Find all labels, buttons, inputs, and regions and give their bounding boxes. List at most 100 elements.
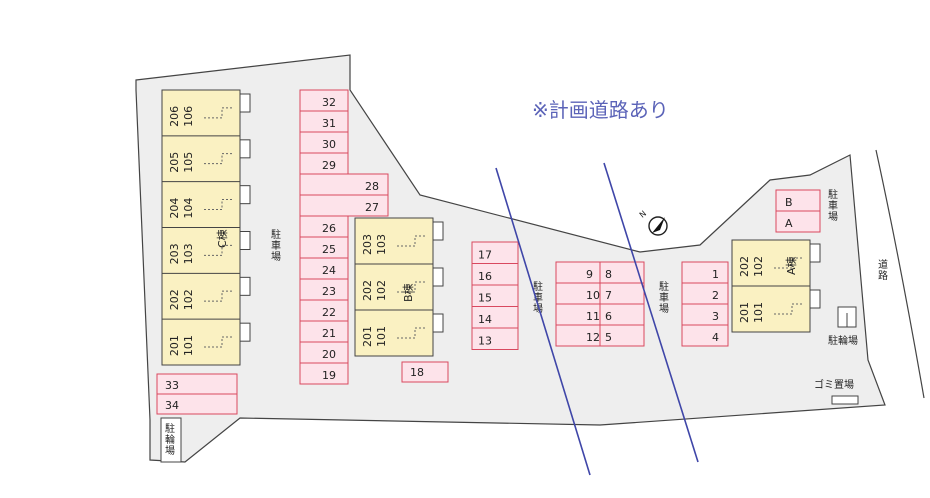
parking-space-label: 4 (712, 331, 719, 344)
parking-space-label: 34 (165, 399, 179, 412)
parking-label-char: 車 (828, 199, 838, 212)
parking-space-label: 16 (478, 270, 492, 283)
bicycle-label-char: 場 (165, 444, 175, 457)
parking-space-9 (555, 261, 601, 284)
parking-space-label: 33 (165, 379, 179, 392)
parking-space-label: 29 (322, 159, 336, 172)
building-c-unit-203: 203 (168, 243, 181, 264)
parking-space-label: 6 (605, 310, 612, 323)
parking-label-char: 車 (659, 291, 669, 304)
parking-space-label: 3 (712, 310, 719, 323)
parking-space-A (775, 210, 821, 233)
parking-space-5 (599, 324, 645, 347)
building-a-label: A棟 (784, 256, 798, 275)
building-b-unit-201: 201 (361, 326, 374, 347)
parking-space-label: A (785, 217, 793, 230)
parking-label-char: 車 (271, 239, 281, 252)
svg-text:18: 18 (410, 366, 424, 379)
parking-space-1 (681, 261, 729, 284)
parking-ab: BA (775, 189, 821, 233)
parking-label-char: 場 (271, 250, 281, 263)
road-edge (875, 149, 925, 399)
parking-space-label: 22 (322, 306, 336, 319)
parking-space-label: 21 (322, 327, 336, 340)
building-c-unit-105: 105 (182, 152, 195, 173)
building-a-unit-101: 101 (752, 302, 765, 323)
parking-label-char: 駐 (271, 228, 281, 241)
parking-space-4 (681, 324, 729, 347)
bicycle-label-char: 駐 (165, 422, 175, 435)
parking-space-34 (156, 393, 238, 415)
svg-text:駐輪場: 駐輪場 (828, 334, 858, 347)
parking-space-label: 26 (322, 222, 336, 235)
bicycle-parking-right: 駐輪場 (828, 306, 858, 347)
building-c-unit-204: 204 (168, 198, 181, 219)
parking-space-label: 10 (586, 289, 600, 302)
parking-space-label: 15 (478, 292, 492, 305)
parking-space-label: 19 (322, 369, 336, 382)
parking-label-char: 駐 (533, 280, 543, 293)
parking-right: 1 2 3 4 (681, 261, 729, 347)
parking-space-label: 13 (478, 335, 492, 348)
building-c-unit-103: 103 (182, 243, 195, 264)
bicycle-label-char: 輪 (165, 433, 175, 446)
parking-label-char: 駐 (659, 280, 669, 293)
building-c-unit-102: 102 (182, 289, 195, 310)
parking-space-label: 31 (322, 117, 336, 130)
parking-space-label: 30 (322, 138, 336, 151)
building-c-unit-202: 202 (168, 289, 181, 310)
parking-label-char: 場 (828, 210, 838, 223)
parking-label-middle: 駐車場 (533, 280, 543, 315)
parking-space-label: 12 (586, 331, 600, 344)
building-b-label: B棟 (401, 283, 415, 302)
parking-space-label: B (785, 196, 793, 209)
parking-space-3 (681, 303, 729, 326)
parking-space-label: 28 (365, 180, 379, 193)
parking-space-label: 32 (322, 96, 336, 109)
parking-space-label: 14 (478, 313, 492, 326)
parking-space-label: 23 (322, 285, 336, 298)
parking-space-2 (681, 282, 729, 305)
parking-18: 18 (401, 361, 449, 383)
building-a-unit-201: 201 (738, 302, 751, 323)
svg-text:N: N (638, 209, 648, 220)
parking-bottom-left: 33 34 (156, 373, 238, 415)
parking-space-13 (471, 327, 519, 350)
parking-label-char: 場 (533, 302, 543, 315)
parking-space-label: 9 (586, 268, 593, 281)
building-a-unit-202: 202 (738, 256, 751, 277)
planned-road-note: ※計画道路あり (532, 98, 669, 122)
parking-label-center: 駐車場 (659, 280, 669, 315)
parking-space-B (775, 189, 821, 212)
road-label: 道路 (878, 258, 888, 282)
north-arrow-icon: N (638, 209, 668, 236)
parking-space-label: 20 (322, 348, 336, 361)
building-b-unit-102: 102 (375, 280, 388, 301)
building-c-unit-205: 205 (168, 152, 181, 173)
parking-space-label: 2 (712, 289, 719, 302)
building-a-unit-102: 102 (752, 256, 765, 277)
parking-label-char: 場 (659, 302, 669, 315)
parking-space-label: 11 (586, 310, 600, 323)
parking-space-label: 7 (605, 289, 612, 302)
road-label-char: 道 (878, 258, 888, 271)
building-c-unit-201: 201 (168, 335, 181, 356)
building-b-unit-202: 202 (361, 280, 374, 301)
planned-road-line-2 (603, 162, 699, 463)
parking-space-label: 24 (322, 264, 336, 277)
parking-space-label: 1 (712, 268, 719, 281)
parking-space-label: 25 (322, 243, 336, 256)
building-b-unit-203: 203 (361, 234, 374, 255)
garbage-area: ゴミ置場 (814, 378, 859, 405)
road-label-char: 路 (878, 269, 888, 282)
building-c-unit-104: 104 (182, 198, 195, 219)
building-b-unit-103: 103 (375, 234, 388, 255)
parking-label-char: 駐 (828, 188, 838, 201)
building-c-unit-206: 206 (168, 106, 181, 127)
